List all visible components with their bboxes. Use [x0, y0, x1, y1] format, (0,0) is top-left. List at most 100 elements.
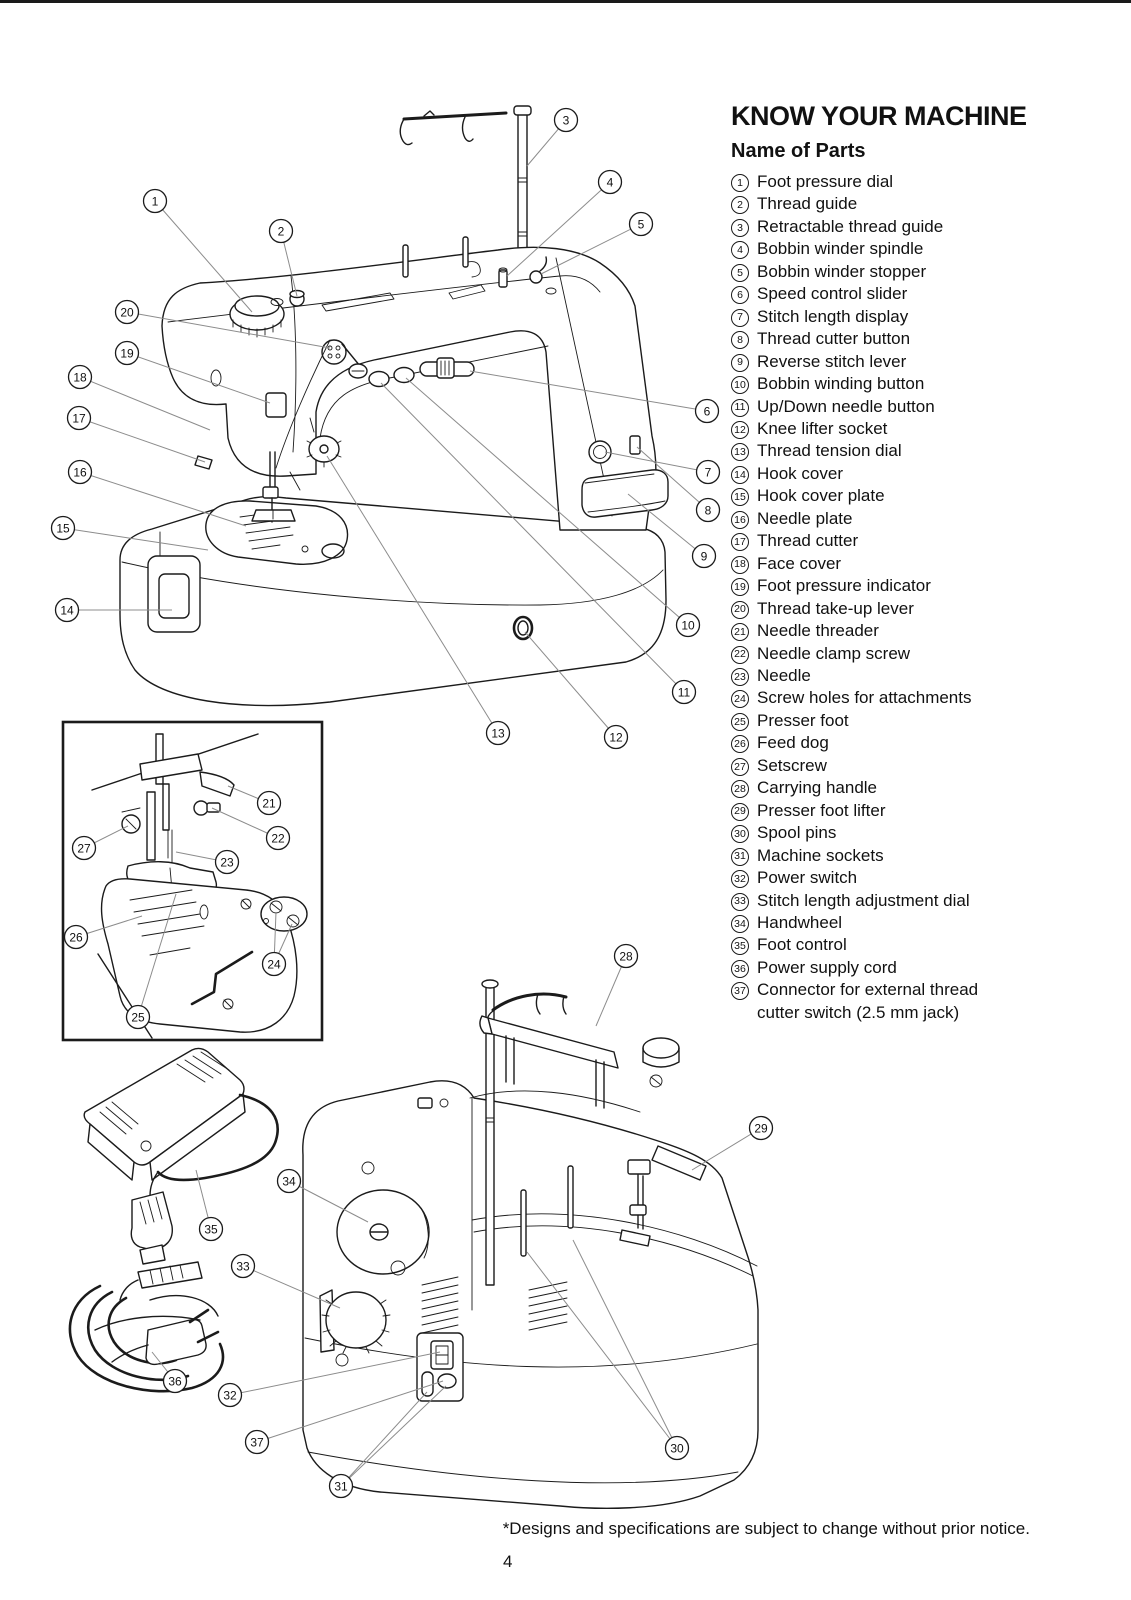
part-label: Presser foot lifter: [757, 800, 886, 820]
callout-number-1: 1: [152, 194, 159, 208]
part-label: Machine sockets: [757, 845, 884, 865]
callout-10: [675, 612, 701, 638]
callout-number-31: 31: [334, 1479, 348, 1493]
part-label: Needle: [757, 665, 811, 685]
callout-leader-17: [78, 417, 206, 463]
part-number-badge: 27: [731, 757, 749, 776]
callout-34: [276, 1168, 302, 1194]
callout-leader-15: [62, 527, 209, 551]
callout-30: [664, 1435, 690, 1461]
callout-leader-8: [636, 446, 709, 511]
front-button-art: [393, 366, 415, 384]
part-number-badge: 16: [731, 510, 749, 529]
spool-pin-art: [567, 1165, 574, 1229]
callout-number-15: 15: [56, 521, 70, 535]
part-label: Thread tension dial: [757, 441, 902, 461]
callout-leader-34: [288, 1180, 369, 1223]
part-number-badge: 4: [731, 241, 749, 260]
callout-1: [142, 188, 168, 214]
callout-leader-16: [79, 471, 247, 527]
callout-13: [485, 720, 511, 746]
part-number-badge: 21: [731, 623, 749, 642]
part-label: Connector for external thread cutter swi…: [757, 980, 979, 1022]
callout-number-7: 7: [705, 465, 712, 479]
callout-number-2: 2: [278, 224, 285, 238]
part-number-badge: 7: [731, 308, 749, 327]
part-label: Handwheel: [757, 912, 843, 932]
callout-33: [230, 1253, 256, 1279]
front-button-art: [368, 370, 390, 388]
part-label: Foot pressure indicator: [757, 576, 931, 596]
thread-tension-dial-art: [306, 417, 342, 468]
part-number-badge: 31: [731, 847, 749, 866]
part-number-badge: 33: [731, 892, 749, 911]
callout-number-9: 9: [701, 549, 708, 563]
part-number-badge: 25: [731, 712, 749, 731]
callout-29: [748, 1115, 774, 1141]
callout-number-21: 21: [262, 796, 276, 810]
part-number-badge: 10: [731, 376, 749, 395]
callout-leader-30: [526, 1251, 678, 1449]
part-label: Screw holes for attachments: [757, 688, 972, 708]
foot-pressure-dial-art: [229, 295, 285, 338]
callout-number-33: 33: [236, 1259, 250, 1273]
callout-leader-10: [405, 377, 689, 626]
callout-number-5: 5: [638, 217, 645, 231]
page-title: KNOW YOUR MACHINE: [731, 101, 1027, 131]
callout-31: [328, 1473, 354, 1499]
callout-number-13: 13: [491, 726, 505, 740]
part-number-badge: 9: [731, 353, 749, 372]
spool-pin-art: [520, 1189, 527, 1257]
part-label: Foot control: [757, 935, 847, 955]
callout-24: [261, 951, 287, 977]
part-label: Stitch length display: [757, 306, 909, 326]
speed-slider-art: [419, 357, 475, 379]
reverse-lever-art: [581, 469, 669, 518]
callout-32: [217, 1382, 243, 1408]
part-number-badge: 15: [731, 488, 749, 507]
callout-number-24: 24: [267, 957, 281, 971]
scan-edge: [0, 0, 1131, 3]
part-label: Retractable thread guide: [757, 216, 944, 236]
wall-plug-art: [111, 1308, 220, 1366]
part-number-badge: 35: [731, 937, 749, 956]
callout-number-25: 25: [131, 1010, 145, 1024]
machine-socket-art: [421, 1371, 434, 1397]
callout-leader-5: [540, 223, 642, 275]
part-label: Power supply cord: [757, 957, 897, 977]
part-label: Power switch: [757, 868, 858, 888]
callout-number-35: 35: [204, 1222, 218, 1236]
part-number-badge: 18: [731, 555, 749, 574]
part-number-badge: 17: [731, 533, 749, 552]
callout-7: [695, 459, 721, 485]
callout-21: [256, 790, 282, 816]
callout-number-32: 32: [223, 1388, 237, 1402]
callout-leader-29: [691, 1127, 762, 1171]
callout-36: [162, 1368, 188, 1394]
callout-19: [114, 340, 140, 366]
part-label: Thread cutter button: [757, 329, 911, 349]
callout-11: [671, 679, 697, 705]
callout-6: [694, 398, 720, 424]
spool-pin-art: [402, 244, 409, 278]
part-number-badge: 14: [731, 465, 749, 484]
callout-8: [695, 497, 721, 523]
callout-leader-13: [326, 455, 499, 734]
machine-rear-body-art: [302, 979, 759, 1509]
